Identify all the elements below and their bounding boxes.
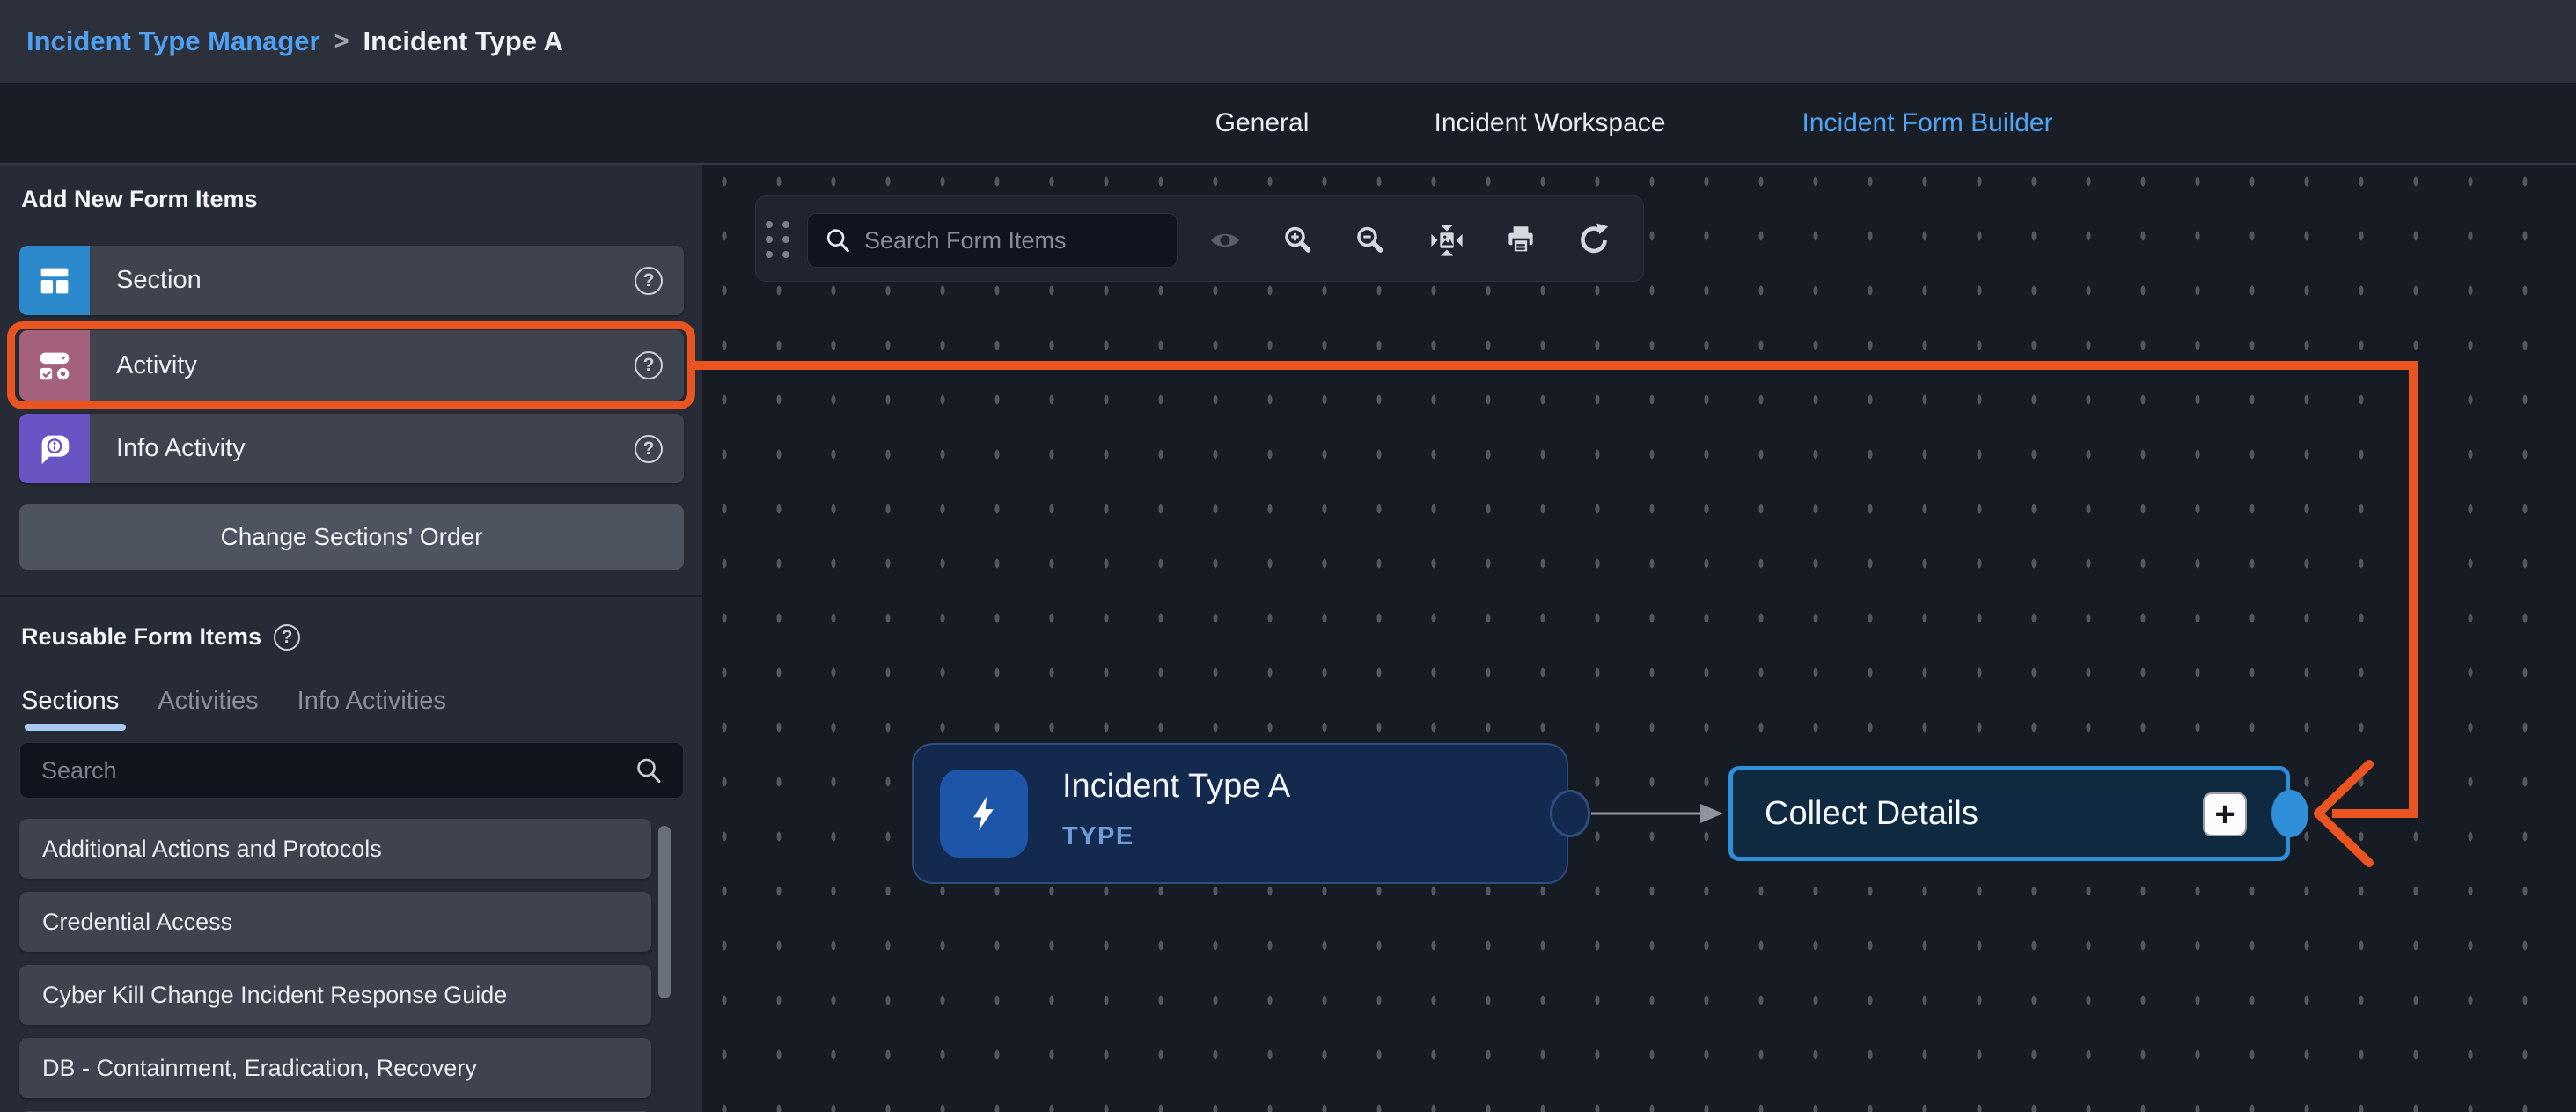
reusable-form-items-label: Reusable Form Items <box>21 623 262 650</box>
node-connector-edge <box>1591 804 1723 823</box>
toolbar-drag-handle-icon[interactable] <box>762 219 792 260</box>
form-builder-canvas[interactable]: Incident Type A TYPE Collect Details + <box>702 165 2576 1112</box>
reusable-tabs: Sections Activities Info Activities <box>21 687 446 716</box>
zoom-out-icon[interactable] <box>1349 219 1391 261</box>
breadcrumb: Incident Type Manager > Incident Type A <box>0 0 2576 83</box>
reusable-section-row[interactable]: Additional Actions and Protocols <box>19 819 651 879</box>
type-node-output-port[interactable] <box>1550 790 1590 837</box>
reset-view-icon[interactable] <box>1573 219 1615 261</box>
activity-form-icon <box>19 330 90 401</box>
search-form-items-input[interactable] <box>852 226 1188 254</box>
type-node-subtitle: TYPE <box>1062 822 1134 851</box>
tab-activities[interactable]: Activities <box>158 687 259 715</box>
reusable-form-items-heading: Reusable Form Items ? <box>21 623 301 651</box>
collect-details-title: Collect Details <box>1765 794 1978 832</box>
lightning-bolt-icon <box>940 770 1028 858</box>
tab-info-activities[interactable]: Info Activities <box>297 687 446 715</box>
tab-bar: General Incident Workspace Incident Form… <box>0 83 2576 242</box>
reusable-search <box>19 742 684 799</box>
section-item-label: Section <box>116 266 202 294</box>
tab-sections[interactable]: Sections <box>21 687 120 715</box>
search-icon <box>826 229 849 253</box>
search-icon <box>637 758 661 783</box>
fit-view-icon[interactable] <box>1426 219 1468 261</box>
collect-details-port[interactable] <box>2271 790 2308 837</box>
reusable-section-row[interactable]: Cyber Kill Change Incident Response Guid… <box>19 965 651 1025</box>
reusable-section-row[interactable]: Credential Access <box>19 892 651 952</box>
sidebar-divider <box>0 595 702 597</box>
list-scrollbar[interactable] <box>658 826 671 998</box>
section-layout-icon <box>19 246 90 315</box>
sidebar-item-section[interactable]: Section ? <box>19 246 684 315</box>
zoom-in-icon[interactable] <box>1277 219 1319 261</box>
reusable-search-input[interactable] <box>20 756 634 784</box>
type-node-title: Incident Type A <box>1062 768 1291 805</box>
info-activity-help-icon[interactable]: ? <box>635 434 663 463</box>
breadcrumb-current: Incident Type A <box>363 26 563 56</box>
add-new-form-items-label: Add New Form Items <box>21 186 258 212</box>
incident-type-node[interactable]: Incident Type A TYPE <box>912 743 1568 884</box>
canvas-search <box>807 213 1188 268</box>
info-activity-item-label: Info Activity <box>116 434 246 462</box>
reusable-form-items-help-icon[interactable]: ? <box>274 623 301 651</box>
activity-help-icon[interactable]: ? <box>635 351 663 379</box>
breadcrumb-root-link[interactable]: Incident Type Manager <box>26 26 320 56</box>
tab-incident-workspace[interactable]: Incident Workspace <box>1434 107 1666 137</box>
tab-incident-form-builder[interactable]: Incident Form Builder <box>1802 107 2053 137</box>
change-sections-order-label: Change Sections' Order <box>220 523 483 550</box>
info-bubble-icon <box>19 414 90 483</box>
activity-item-label: Activity <box>116 350 197 379</box>
add-item-button[interactable]: + <box>2203 792 2247 836</box>
collect-details-node[interactable]: Collect Details + <box>1728 766 2290 861</box>
sections-tab-underline <box>25 724 126 731</box>
preview-eye-icon <box>1204 219 1246 261</box>
change-sections-order-button[interactable]: Change Sections' Order <box>19 504 684 570</box>
form-items-sidebar: Add New Form Items Section ? <box>0 165 702 1112</box>
breadcrumb-separator: > <box>334 26 349 55</box>
print-icon[interactable] <box>1500 219 1542 261</box>
sidebar-item-activity[interactable]: Activity ? <box>19 330 684 401</box>
section-help-icon[interactable]: ? <box>635 266 663 295</box>
reusable-section-row[interactable]: DB - Containment, Eradication, Recovery <box>19 1038 651 1098</box>
add-new-form-items-heading: Add New Form Items <box>21 186 258 213</box>
sidebar-item-info-activity[interactable]: Info Activity ? <box>19 414 684 483</box>
tab-general[interactable]: General <box>1215 107 1310 137</box>
